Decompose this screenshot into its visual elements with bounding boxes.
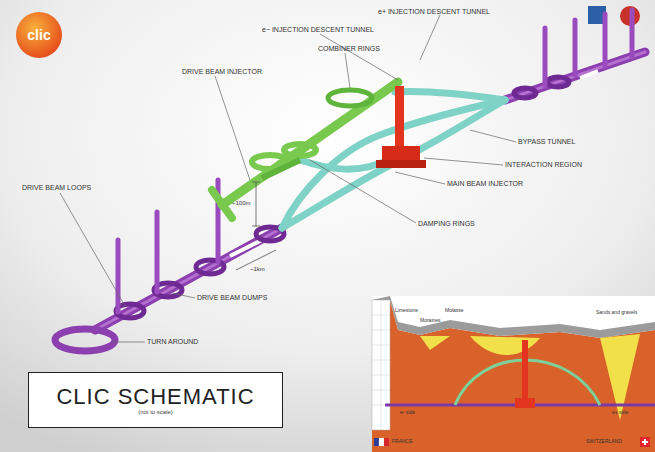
part-label: MAIN BEAM INJECTOR [447, 180, 523, 188]
interaction-region [376, 86, 426, 168]
country-label: SWITZERLAND [586, 439, 622, 445]
section-label: e+ side [612, 410, 628, 416]
part-label: TURN AROUND [147, 338, 198, 346]
leader-lines [60, 15, 516, 342]
part-label: DRIVE BEAM LOOPS [22, 184, 91, 192]
dimension-label: ~1km [250, 266, 265, 273]
country-label: FRANCE [392, 439, 413, 445]
part-label: DRIVE BEAM INJECTOR [182, 68, 262, 76]
geology-label: Molasse [445, 308, 464, 314]
node-title: CLIC SCHEMATIC [56, 384, 254, 409]
tunnel-label: e+ INJECTION DESCENT TUNNEL [378, 8, 490, 16]
drive-beam-loops [116, 77, 569, 318]
part-label: BYPASS TUNNEL [518, 138, 575, 146]
part-label: COMBINER RINGS [318, 45, 380, 53]
node-subtitle: (not to scale) [138, 409, 173, 416]
part-label: DRIVE BEAM DUMPS [197, 294, 267, 302]
part-label: DAMPING RINGS [418, 220, 475, 228]
geology-label: Moraines [420, 318, 441, 324]
tunnel-label: e− INJECTION DESCENT TUNNEL [262, 26, 374, 34]
teal-tunnels [282, 92, 505, 228]
clic-logo: clic [16, 12, 62, 58]
geological-section [372, 296, 655, 452]
geology-label: Sands and gravels [596, 310, 637, 316]
dimension-label: ~100m [232, 200, 251, 207]
geology-label: Limestone [395, 308, 418, 314]
part-label: INTERACTION REGION [505, 161, 582, 169]
section-label: e- side [400, 410, 415, 416]
dimension-lines [236, 182, 276, 270]
node-title: clic [27, 27, 50, 43]
title-box: CLIC SCHEMATIC(not to scale) [28, 372, 283, 428]
access-shafts [118, 10, 632, 312]
